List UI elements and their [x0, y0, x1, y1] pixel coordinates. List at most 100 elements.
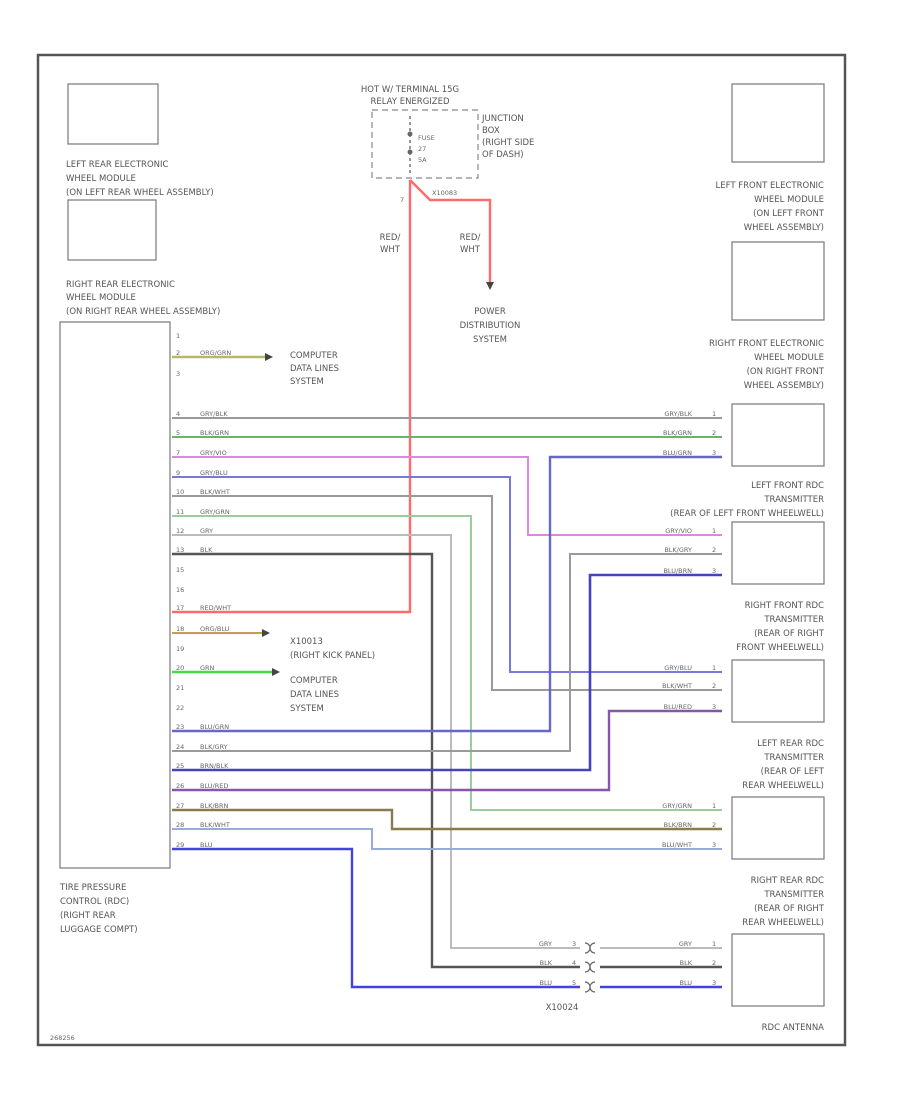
- wire-blu-grn: [172, 455, 722, 733]
- control-module-label: CONTROL (RDC): [60, 897, 129, 907]
- control-pin-number: 22: [176, 704, 184, 712]
- control-wire-color: ORG/GRN: [200, 349, 231, 357]
- control-wire-color: GRY/BLK: [200, 410, 228, 418]
- lf-wheel-module-box: [731, 83, 825, 163]
- control-pin-number: 1: [176, 332, 180, 340]
- transmitter-pin-number: 2: [712, 429, 716, 437]
- control-module-label: LUGGAGE COMPT): [60, 925, 138, 935]
- transmitter-wire-color: BLK: [680, 959, 693, 967]
- transmitter-pin-number: 3: [712, 567, 716, 575]
- arrow-computer-data-1: [265, 353, 273, 361]
- control-pin-number: 27: [176, 802, 184, 810]
- rf-wheel-module-connector-box: [731, 403, 825, 467]
- transmitter-wire-color: BLK/GRY: [664, 546, 692, 554]
- junction-box: [371, 109, 479, 179]
- computer-data-label: COMPUTER: [290, 351, 338, 361]
- control-wire-color: BLK: [200, 546, 213, 554]
- diagram-frame: [36, 53, 847, 1047]
- control-wire-color: GRY: [200, 527, 213, 535]
- connector-x10024: [584, 942, 596, 993]
- control-pin-number: 9: [176, 469, 180, 477]
- transmitter-pin-number: 3: [712, 979, 716, 987]
- control-pin-number: 2: [176, 349, 180, 357]
- control-wire-color: BLU: [200, 841, 213, 849]
- transmitter-wire-color: BLK/WHT: [662, 682, 692, 690]
- control-pin-number: 29: [176, 841, 184, 849]
- control-pin-number: 7: [176, 449, 180, 457]
- control-pin-number: 15: [176, 566, 184, 574]
- transmitter-wire-color: GRY/BLU: [664, 664, 692, 672]
- lr-transmitter-label: LEFT REAR RDC: [757, 739, 824, 749]
- control-module-label: TIRE PRESSURE: [59, 883, 126, 893]
- control-wire-color: BLK/BRN: [200, 802, 229, 810]
- control-pin-number: 4: [176, 410, 180, 418]
- control-wire-color: GRY/VIO: [200, 449, 227, 457]
- rr-wheel-module-label: RIGHT REAR ELECTRONIC: [66, 280, 175, 290]
- rf-wheel-module-label: WHEEL MODULE: [754, 353, 824, 363]
- rr-wheel-module-box: [67, 199, 157, 261]
- control-pin-number: 21: [176, 684, 184, 692]
- lr-wheel-module-label: WHEEL MODULE: [66, 174, 136, 184]
- wire-blu-red: [172, 709, 722, 792]
- wire-blk-wht-2: [172, 828, 722, 850]
- transmitter-wire-color: BLU/RED: [664, 703, 692, 711]
- junction-box-label: (RIGHT SIDE: [482, 138, 534, 148]
- control-pin-number: 13: [176, 546, 184, 554]
- wire-blk-brn: [172, 808, 722, 831]
- connector-wire-color: BLU: [539, 979, 552, 987]
- wire-red-wht-power: [409, 179, 492, 282]
- control-wire-color: BLK/GRN: [200, 429, 229, 437]
- control-wire-color: BLK/WHT: [200, 821, 230, 829]
- transmitter-wire-color: BLK/GRN: [663, 429, 692, 437]
- transmitter-pin-number: 1: [712, 664, 716, 672]
- power-distribution-label: SYSTEM: [473, 335, 507, 345]
- lr-wheel-module-label: LEFT REAR ELECTRONIC: [66, 160, 169, 170]
- junction-box-label: BOX: [482, 126, 500, 136]
- power-distribution-label: DISTRIBUTION: [460, 321, 521, 331]
- wire-label: RED/: [460, 233, 481, 243]
- control-wire-color: BLK/GRY: [200, 743, 228, 751]
- wire-gry-blu: [172, 476, 722, 673]
- control-pin-number: 5: [176, 429, 180, 437]
- rdc-antenna-label: RDC ANTENNA: [762, 1023, 825, 1033]
- lf-wheel-module-label: LEFT FRONT ELECTRONIC: [716, 181, 825, 191]
- rr-transmitter-label: REAR WHEELWELL): [742, 918, 824, 928]
- transmitter-wire-color: GRY/GRN: [662, 802, 692, 810]
- arrow-power-distribution: [486, 282, 494, 290]
- computer-data-label: SYSTEM: [290, 704, 324, 714]
- control-pin-number: 17: [176, 604, 184, 612]
- lr-transmitter-label: REAR WHEELWELL): [742, 781, 824, 791]
- lf-transmitter-box: [731, 521, 825, 585]
- control-pin-number: 12: [176, 527, 184, 535]
- control-wire-color: RED/WHT: [200, 604, 231, 612]
- transmitter-pin-number: 2: [712, 959, 716, 967]
- lf-wheel-module-label: WHEEL MODULE: [754, 195, 824, 205]
- rf-transmitter-label: RIGHT FRONT RDC: [745, 601, 824, 611]
- wire-label: WHT: [380, 245, 401, 255]
- power-wires: [172, 179, 492, 614]
- control-pin-number: 25: [176, 762, 184, 770]
- connector-pin-number: 5: [572, 979, 576, 987]
- wire-label: WHT: [460, 245, 481, 255]
- transmitter-wire-color: GRY: [679, 940, 692, 948]
- fuse-label: 27: [418, 145, 426, 153]
- fuse-label: 5A: [418, 156, 427, 164]
- control-wire-color: BLU/RED: [200, 782, 228, 790]
- control-pin-number: 19: [176, 645, 184, 653]
- connector-pin-number: 4: [572, 959, 576, 967]
- computer-data-label: COMPUTER: [290, 676, 338, 686]
- source-line-1: HOT W/ TERMINAL 15G: [361, 85, 459, 95]
- control-wire-color: GRY/BLU: [200, 469, 228, 477]
- transmitter-wire-color: GRY/VIO: [665, 527, 692, 535]
- rr-wheel-module-label: (ON RIGHT REAR WHEEL ASSEMBLY): [66, 307, 220, 317]
- transmitter-wire-color: BLU: [679, 979, 692, 987]
- fuse-label: FUSE: [418, 134, 435, 142]
- lr-transmitter-label: TRANSMITTER: [763, 753, 824, 763]
- wire-gry-vio: [172, 456, 722, 536]
- power-distribution-label: POWER: [474, 307, 506, 317]
- rf-wheel-module-box: [731, 241, 825, 321]
- connector-wire-color: GRY: [539, 940, 552, 948]
